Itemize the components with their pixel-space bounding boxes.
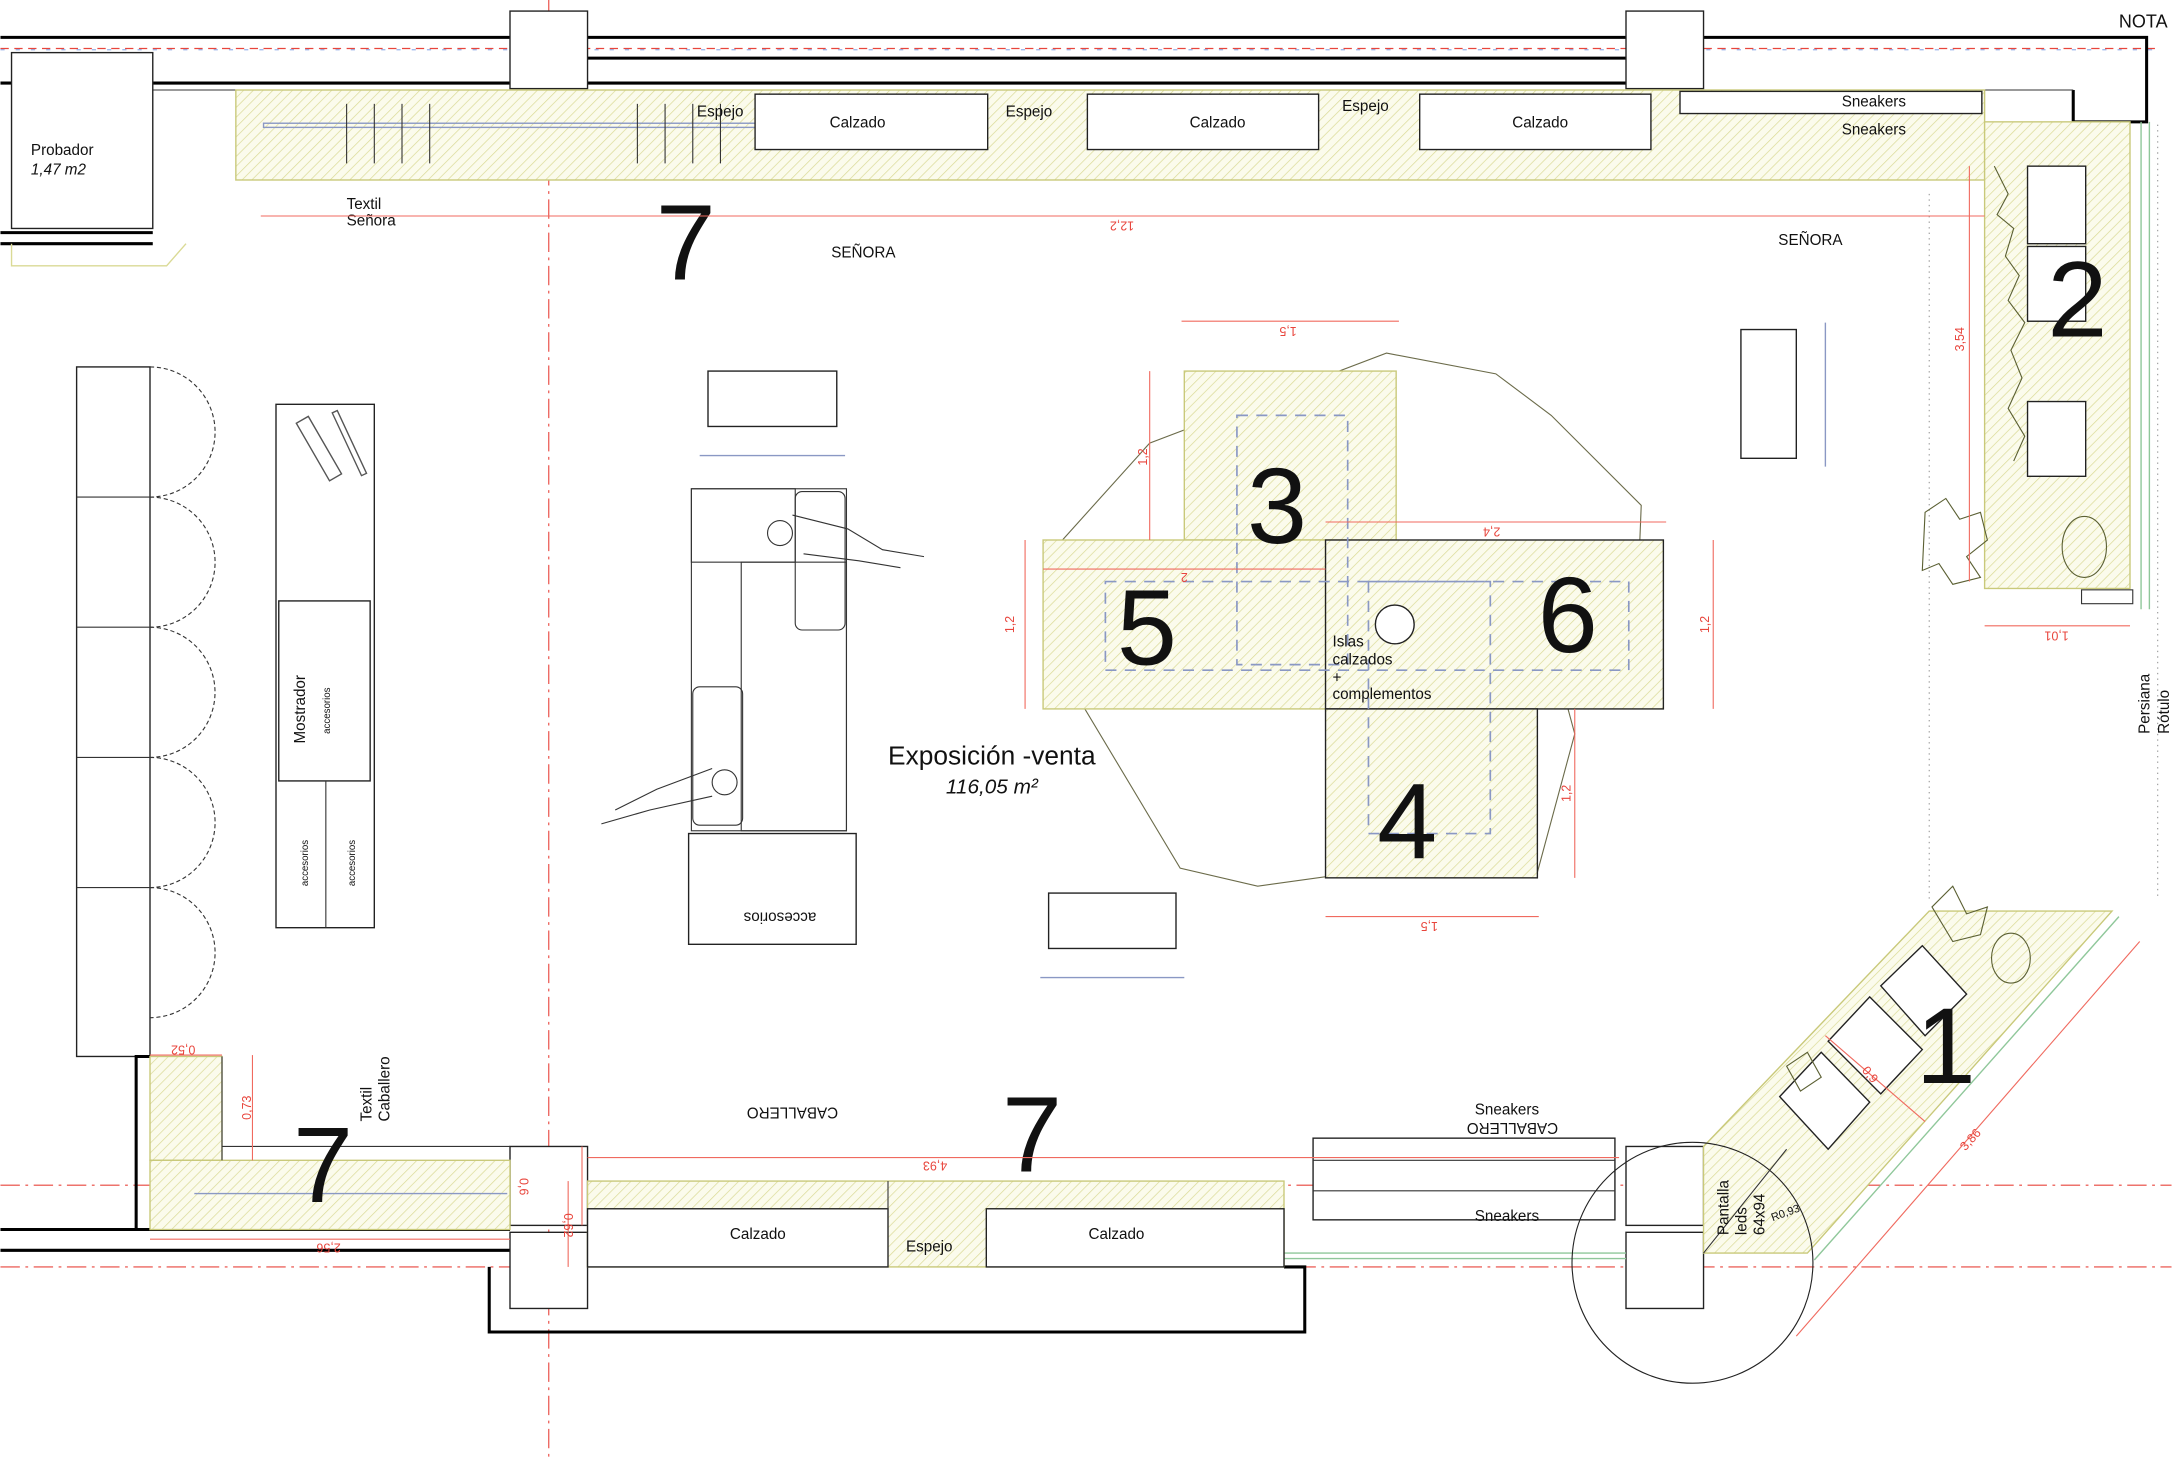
label-rotulo: Rótulo — [2156, 690, 2172, 734]
label-sneakers: Sneakers — [1475, 1102, 1540, 1119]
shoe-islands: 3 5 6 4 Islas calzados + complementos — [1042, 352, 1665, 887]
label-calzado: Calzado — [1512, 114, 1568, 131]
display-2 — [1921, 165, 2134, 605]
zone-number-1: 1 — [1916, 985, 1976, 1106]
label-accesorios: accesorios — [743, 908, 816, 925]
label-accesorios: accesorios — [300, 840, 311, 886]
zone-number-7: 7 — [293, 1104, 353, 1225]
zone-senora: SEÑORA — [1778, 232, 1843, 249]
dimension-label: 1,2 — [1003, 616, 1017, 633]
label-caballero: Caballero — [377, 1056, 394, 1121]
door-swings — [76, 366, 216, 1019]
probador-area: 1,47 m2 — [31, 161, 87, 178]
label-sneakers: Sneakers — [1475, 1208, 1540, 1225]
label-espejo: Espejo — [697, 103, 744, 120]
zone-number-7: 7 — [656, 182, 716, 303]
zone-number-3: 3 — [1247, 445, 1307, 566]
probador-label: Probador — [31, 142, 94, 159]
label-calzados: calzados — [1332, 652, 1392, 669]
label-accesorios: accesorios — [347, 840, 358, 886]
dimension-label: 3,54 — [1953, 327, 1967, 351]
label-leds: leds — [1733, 1207, 1750, 1235]
label-mostrador: Mostrador — [292, 675, 309, 744]
room-name: Exposición -venta — [888, 740, 1096, 770]
label-sneakers: Sneakers — [1842, 121, 1907, 138]
zone-number-6: 6 — [1538, 554, 1598, 675]
dimension-label: 1,5 — [1279, 324, 1296, 338]
dimension-label: 1,2 — [1560, 785, 1574, 802]
dimension-label: 4,93 — [923, 1159, 947, 1173]
display-1: 1 Pantalla leds 64x94 R0,93 Persiana Rót… — [1571, 673, 2172, 1384]
dimensions: 12,2 1,5 1,2 2,4 2 1,2 1,2 1,2 1,5 3,54 … — [150, 166, 2141, 1337]
zone-senora: SEÑORA — [831, 245, 896, 262]
label-textil: Textil — [347, 196, 382, 213]
label-calzado: Calzado — [1190, 114, 1246, 131]
seating-area: accesorios — [601, 488, 925, 945]
dimension-label: 0,73 — [240, 1096, 254, 1120]
label-senora: Señora — [347, 213, 397, 230]
label-persiana: Persiana — [2136, 673, 2153, 734]
dimension-label: 0,6 — [517, 1178, 531, 1195]
zone-number-7: 7 — [1002, 1073, 1062, 1194]
dimension-label: 1,01 — [2044, 628, 2068, 642]
label-espejo: Espejo — [1342, 98, 1389, 115]
dimension-label: 0,62 — [561, 1213, 575, 1237]
dimension-label: 2,4 — [1483, 525, 1500, 539]
person-icon — [601, 514, 925, 825]
dimension-label: 1,2 — [1698, 616, 1712, 633]
computer-icon — [295, 409, 368, 482]
dimension-label: 1,5 — [1421, 919, 1438, 933]
dimension-label: 12,2 — [1110, 219, 1134, 233]
zone-number-2: 2 — [2047, 238, 2107, 359]
zone-number-4: 4 — [1377, 760, 1437, 881]
label-calzado: Calzado — [1089, 1226, 1145, 1243]
dimension-label: 0,52 — [171, 1042, 195, 1056]
label-pantalla: Pantalla — [1715, 1180, 1732, 1236]
mostrador-counter: Mostrador accesorios accesorios accesori… — [275, 403, 376, 929]
label-espejo: Espejo — [906, 1239, 953, 1256]
label-calzado: Calzado — [830, 114, 886, 131]
probador-room: Probador 1,47 m2 — [0, 51, 187, 267]
clothing-racks — [699, 322, 1827, 979]
nota-label: NOTA — [2119, 12, 2168, 32]
label-espejo: Espejo — [1006, 103, 1053, 120]
bottom-wall-displays: Calzado Espejo Calzado 7 CABALLERO — [586, 1073, 1285, 1268]
label-calzado: Calzado — [730, 1226, 786, 1243]
bottom-left-displays: 7 Textil Caballero — [149, 1055, 511, 1231]
zone-caballero: CABALLERO — [747, 1104, 839, 1121]
room-area: 116,05 m² — [946, 775, 1039, 798]
label-accesorios: accesorios — [322, 687, 333, 733]
dimension-label: 1,2 — [1136, 448, 1150, 465]
dimension-label: 2 — [1181, 570, 1188, 584]
sneakers-bottom-display: Sneakers CABALLERO Sneakers — [1312, 1102, 1616, 1225]
label-complementos: complementos — [1332, 686, 1431, 703]
zone-caballero: CABALLERO — [1467, 1119, 1559, 1136]
dimension-label: 3,86 — [1957, 1126, 1984, 1153]
walls — [0, 10, 2159, 1334]
label-size: 64x94 — [1751, 1193, 1768, 1235]
label-islas: Islas — [1332, 634, 1364, 651]
dimension-label: 2,56 — [316, 1240, 340, 1254]
plant-icon — [1785, 885, 2031, 1092]
label-textil: Textil — [359, 1087, 376, 1122]
label-plus: + — [1332, 670, 1341, 687]
top-wall-displays: Espejo Calzado Espejo Calzado Espejo Cal… — [235, 89, 2131, 590]
zone-number-5: 5 — [1117, 567, 1177, 688]
label-sneakers: Sneakers — [1842, 94, 1907, 111]
plant-icon — [1921, 165, 2108, 585]
